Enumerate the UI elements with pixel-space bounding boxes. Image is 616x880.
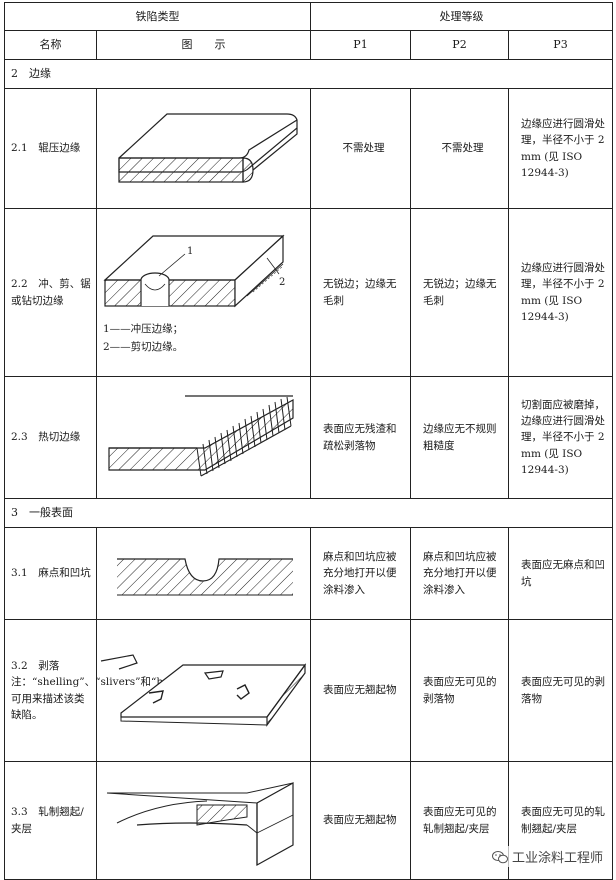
row-note: 注：“shelling”、“slivers”和“hackles”都可用来描述该类… (11, 676, 213, 721)
row-p1: 不需处理 (310, 88, 411, 209)
rolled-edge-drawing (118, 112, 298, 183)
row-p2: 边缘应无不规则粗糙度 (410, 376, 509, 499)
wechat-icon (491, 850, 508, 863)
table-row: 2.2 冲、剪、锯或钻切边缘 1 2 1——冲压边缘； (4, 208, 613, 377)
row-p2: 麻点和凹坑应被充分地打开以便涂料渗入 (410, 527, 509, 620)
row-p1: 麻点和凹坑应被充分地打开以便涂料渗入 (310, 527, 411, 620)
watermark-text: 工业涂料工程师 (511, 851, 603, 866)
section-title-edges: 2 边缘 (4, 59, 613, 89)
p2-header: P2 (410, 30, 509, 60)
row-name: 3.3 轧制翘起/夹层 (4, 761, 97, 880)
pits-drawing (117, 557, 293, 595)
figure-pits (96, 527, 311, 620)
row-p3: 切割面应被磨掉，边缘应进行圆滑处理，半径不小于 2 mm (见 ISO 1294… (508, 376, 613, 499)
row-p2: 无锐边；边缘无毛刺 (410, 208, 509, 377)
table-row: 3.1 麻点和凹坑 麻点和凹坑应被充分地打开以便涂料渗入 麻点和凹坑应被充分地打… (4, 527, 613, 620)
table-row: 2.1 辊压边缘 不需处理 不需处理 边缘应进行圆滑处理，半径不小于 2 mm … (4, 88, 613, 209)
legend-1: 1——冲压边缘； (103, 322, 183, 335)
cut-edge-drawing: 1 2 1——冲压边缘； 2——剪切边缘。 (103, 234, 285, 353)
row-p3: 表面应无麻点和凹坑 (508, 527, 613, 620)
row-name: 3.1 麻点和凹坑 (4, 527, 97, 620)
figure-rolled-edge (96, 88, 311, 209)
callout-1: 1 (187, 246, 193, 257)
p1-header: P1 (310, 30, 411, 60)
row-p1: 表面应无翘起物 (310, 619, 411, 762)
figure-shelling (96, 619, 311, 762)
legend-2: 2——剪切边缘。 (103, 340, 183, 353)
document-page: 铁陷类型 处理等级 名称 图 示 P1 P2 P3 2 边缘 2.1 辊压边缘 (4, 2, 614, 880)
figure-thermal-cut-edge (96, 376, 311, 499)
row-p3: 表面应无可见的剥落物 (508, 619, 613, 762)
row-p1: 表面应无残渣和疏松剥落物 (310, 376, 411, 499)
p3-header: P3 (508, 30, 613, 60)
figure-cut-edge: 1 2 1——冲压边缘； 2——剪切边缘。 (96, 208, 311, 377)
row-name: 2.1 辊压边缘 (4, 88, 97, 209)
shelling-drawing (100, 653, 307, 727)
figure-header: 图 示 (96, 30, 311, 60)
row-p1: 无锐边；边缘无毛刺 (310, 208, 411, 377)
row-name: 3.2 剥落 (11, 659, 60, 672)
row-name: 2.2 冲、剪、锯或钻切边缘 (4, 208, 97, 377)
figure-lamination (96, 761, 311, 880)
watermark: 工业涂料工程师 (488, 846, 606, 867)
defect-type-header: 铁陷类型 (4, 2, 311, 31)
row-name: 2.3 热切边缘 (4, 376, 97, 499)
name-header: 名称 (4, 30, 97, 60)
thermal-cut-drawing (108, 394, 294, 477)
row-p3: 边缘应进行圆滑处理，半径不小于 2 mm (见 ISO 12944-3) (508, 88, 613, 209)
row-p1: 表面应无翘起物 (310, 761, 411, 880)
row-p2: 不需处理 (410, 88, 509, 209)
section-row-surface: 3 一般表面 (4, 498, 613, 528)
grade-header: 处理等级 (310, 2, 613, 31)
section-title-surface: 3 一般表面 (4, 498, 613, 528)
defect-table: 铁陷类型 处理等级 名称 图 示 P1 P2 P3 2 边缘 2.1 辊压边缘 (4, 2, 613, 880)
row-p2: 表面应无可见的剥落物 (410, 619, 509, 762)
table-row: 3.3 轧制翘起/夹层 表面应无翘起物 表面应无可见的轧制翘起/夹层 表面应无可… (4, 761, 613, 880)
row-p3: 边缘应进行圆滑处理，半径不小于 2 mm (见 ISO 12944-3) (508, 208, 613, 377)
section-row-edges: 2 边缘 (4, 59, 613, 89)
header-row-1: 铁陷类型 处理等级 (4, 2, 613, 31)
callout-2: 2 (279, 277, 285, 288)
row-name-with-note: 3.2 剥落 注：“shelling”、“slivers”和“hackles”都… (4, 619, 213, 762)
table-row: 2.3 热切边缘 表面应无残渣和疏松剥落物 边缘应无不规则粗糙度 切割面应被磨掉… (4, 376, 613, 499)
lamination-drawing (106, 781, 294, 866)
header-row-2: 名称 图 示 P1 P2 P3 (4, 30, 613, 60)
table-row: 3.2 剥落 注：“shelling”、“slivers”和“hackles”都… (4, 619, 613, 762)
